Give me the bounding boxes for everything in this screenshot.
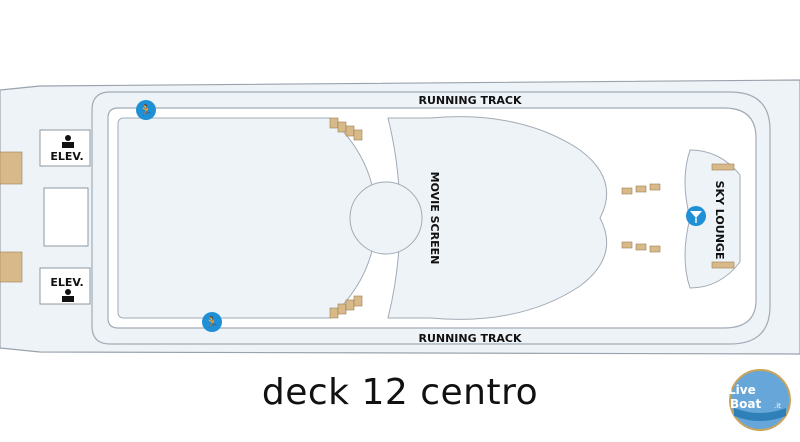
restroom-icon [62, 135, 74, 148]
svg-text:Boat: Boat [730, 397, 761, 411]
elevator-top-label: ELEV. [50, 150, 83, 163]
liveboat-logo: Live Boat .it [716, 360, 800, 438]
svg-text:Live: Live [728, 383, 756, 397]
cocktail-icon [686, 206, 706, 226]
seating-left-top [329, 117, 363, 141]
running-track-outer [91, 91, 771, 345]
sky-lounge-label: SKY LOUNGE [713, 181, 726, 260]
elevator-bottom-label: ELEV. [50, 276, 83, 289]
movie-screen-circle [349, 181, 423, 255]
running-track-top-label: RUNNING TRACK [418, 94, 522, 107]
deck-caption: deck 12 centro [261, 372, 539, 413]
running-track-bottom-label: RUNNING TRACK [418, 332, 522, 345]
seating-left-bottom [329, 295, 363, 319]
jogger-icon: 🏃 [202, 312, 222, 332]
jogger-icon: 🏃 [136, 100, 156, 120]
seating-lounge-bottom [621, 241, 735, 269]
movie-screen-label: MOVIE SCREEN [428, 172, 441, 265]
restroom-icon [62, 289, 74, 302]
svg-text:🏃: 🏃 [205, 316, 219, 329]
svg-text:🏃: 🏃 [139, 104, 153, 117]
left-stairs [0, 151, 23, 283]
seating-lounge-top [621, 163, 735, 195]
left-room [117, 117, 377, 319]
svg-text:.it: .it [774, 402, 781, 410]
